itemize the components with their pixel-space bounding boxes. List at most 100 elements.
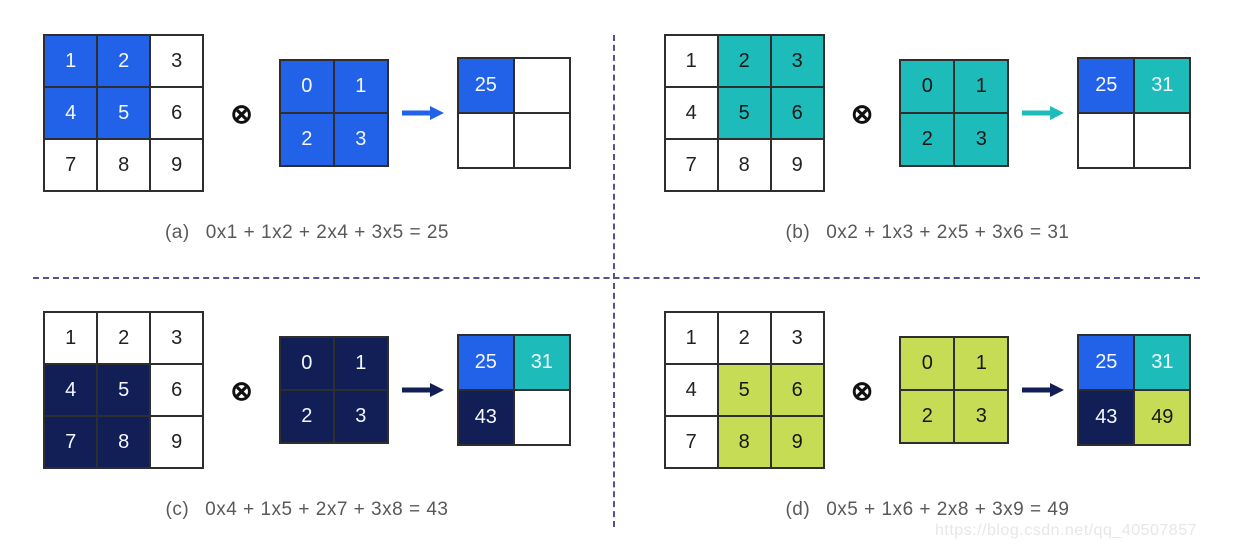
matrix-cell bbox=[1078, 113, 1135, 168]
matrix-cell: 49 bbox=[1134, 390, 1191, 445]
panel-label: (a) bbox=[164, 222, 190, 243]
matrix-cell: 3 bbox=[150, 312, 204, 364]
panel-b-caption: (b) 0x2 + 1x3 + 2x5 + 3x6 = 31 bbox=[785, 222, 1069, 244]
matrix-cell: 2 bbox=[900, 390, 955, 443]
matrix-cell: 0 bbox=[900, 337, 955, 390]
matrix-cell: 5 bbox=[97, 364, 151, 416]
panel-formula: 0x4 + 1x5 + 2x7 + 3x8 = 43 bbox=[205, 499, 449, 520]
matrix-cell: 25 bbox=[1078, 335, 1135, 390]
matrix-cell: 7 bbox=[664, 139, 718, 191]
matrix-cell: 31 bbox=[1134, 335, 1191, 390]
matrix-cell: 2 bbox=[279, 113, 334, 166]
matrix-cell: 1 bbox=[333, 60, 388, 113]
matrix-cell: 8 bbox=[717, 139, 771, 191]
matrix-cell: 0 bbox=[279, 60, 334, 113]
matrix-cell: 0 bbox=[900, 60, 955, 113]
matrix-cell: 8 bbox=[717, 416, 771, 468]
matrix-cell: 5 bbox=[717, 87, 771, 139]
matrix-cell: 2 bbox=[717, 312, 771, 364]
vertical-dashed-divider bbox=[613, 35, 615, 527]
convolution-operator-icon: ⊗ bbox=[230, 375, 253, 406]
matrix-cell: 9 bbox=[150, 416, 204, 468]
matrix-cell: 2 bbox=[279, 390, 334, 443]
matrix-cell: 3 bbox=[954, 113, 1009, 166]
panel-d-caption: (d) 0x5 + 1x6 + 2x8 + 3x9 = 49 bbox=[785, 499, 1069, 521]
matrix-cell: 31 bbox=[1134, 58, 1191, 113]
matrix-cell: 5 bbox=[717, 364, 771, 416]
matrix-cell: 7 bbox=[664, 416, 718, 468]
matrix-cell: 31 bbox=[513, 335, 570, 390]
matrix-cell: 43 bbox=[1078, 390, 1135, 445]
watermark: https://blog.csdn.net/qq_40507857 bbox=[934, 522, 1197, 539]
convolution-operator-icon: ⊗ bbox=[230, 98, 253, 129]
panel-label: (c) bbox=[165, 499, 190, 520]
matrix-cell: 2 bbox=[900, 113, 955, 166]
matrix-cell: 1 bbox=[44, 35, 98, 87]
matrix-cell: 6 bbox=[150, 87, 204, 139]
matrix-cell: 5 bbox=[97, 87, 151, 139]
matrix-cell: 7 bbox=[44, 416, 98, 468]
panel-c-caption: (c) 0x4 + 1x5 + 2x7 + 3x8 = 43 bbox=[166, 499, 449, 521]
matrix-cell: 8 bbox=[97, 139, 151, 191]
matrix-cell bbox=[513, 390, 570, 445]
matrix-cell bbox=[457, 113, 514, 168]
arrow-right-icon bbox=[1022, 383, 1065, 397]
matrix-cell: 4 bbox=[44, 364, 98, 416]
matrix-cell: 2 bbox=[97, 35, 151, 87]
convolution-operator-icon: ⊗ bbox=[850, 375, 874, 406]
matrix-cell: 4 bbox=[44, 87, 98, 139]
matrix-cell: 25 bbox=[457, 335, 514, 390]
matrix-cell: 4 bbox=[664, 87, 718, 139]
matrix-cell: 3 bbox=[954, 390, 1009, 443]
panel-a-caption: (a) 0x1 + 1x2 + 2x4 + 3x5 = 25 bbox=[165, 222, 449, 244]
matrix-cell: 6 bbox=[150, 364, 204, 416]
matrix-cell: 7 bbox=[44, 139, 98, 191]
matrix-cell: 9 bbox=[770, 139, 824, 191]
output-matrix: 25 bbox=[456, 57, 571, 169]
matrix-cell: 6 bbox=[770, 87, 824, 139]
matrix-cell: 9 bbox=[150, 139, 204, 191]
arrow-right-icon bbox=[401, 106, 444, 120]
matrix-cell bbox=[513, 58, 570, 113]
matrix-cell: 0 bbox=[279, 337, 334, 390]
matrix-cell: 8 bbox=[97, 416, 151, 468]
matrix-cell: 43 bbox=[457, 390, 514, 445]
matrix-cell: 3 bbox=[770, 35, 824, 87]
matrix-cell: 2 bbox=[717, 35, 771, 87]
horizontal-dashed-divider bbox=[33, 277, 1200, 279]
matrix-cell: 1 bbox=[333, 337, 388, 390]
matrix-cell: 1 bbox=[954, 60, 1009, 113]
matrix-cell: 2 bbox=[97, 312, 151, 364]
matrix-cell: 1 bbox=[664, 312, 718, 364]
matrix-cell: 3 bbox=[150, 35, 204, 87]
matrix-cell: 1 bbox=[44, 312, 98, 364]
arrow-right-icon bbox=[1022, 106, 1065, 120]
matrix-cell: 3 bbox=[333, 390, 388, 443]
matrix-cell: 25 bbox=[1078, 58, 1135, 113]
panel-label: (d) bbox=[785, 499, 811, 520]
matrix-cell: 25 bbox=[457, 58, 514, 113]
matrix-cell: 4 bbox=[664, 364, 718, 416]
matrix-cell: 3 bbox=[770, 312, 824, 364]
matrix-cell: 1 bbox=[664, 35, 718, 87]
matrix-cell: 3 bbox=[333, 113, 388, 166]
